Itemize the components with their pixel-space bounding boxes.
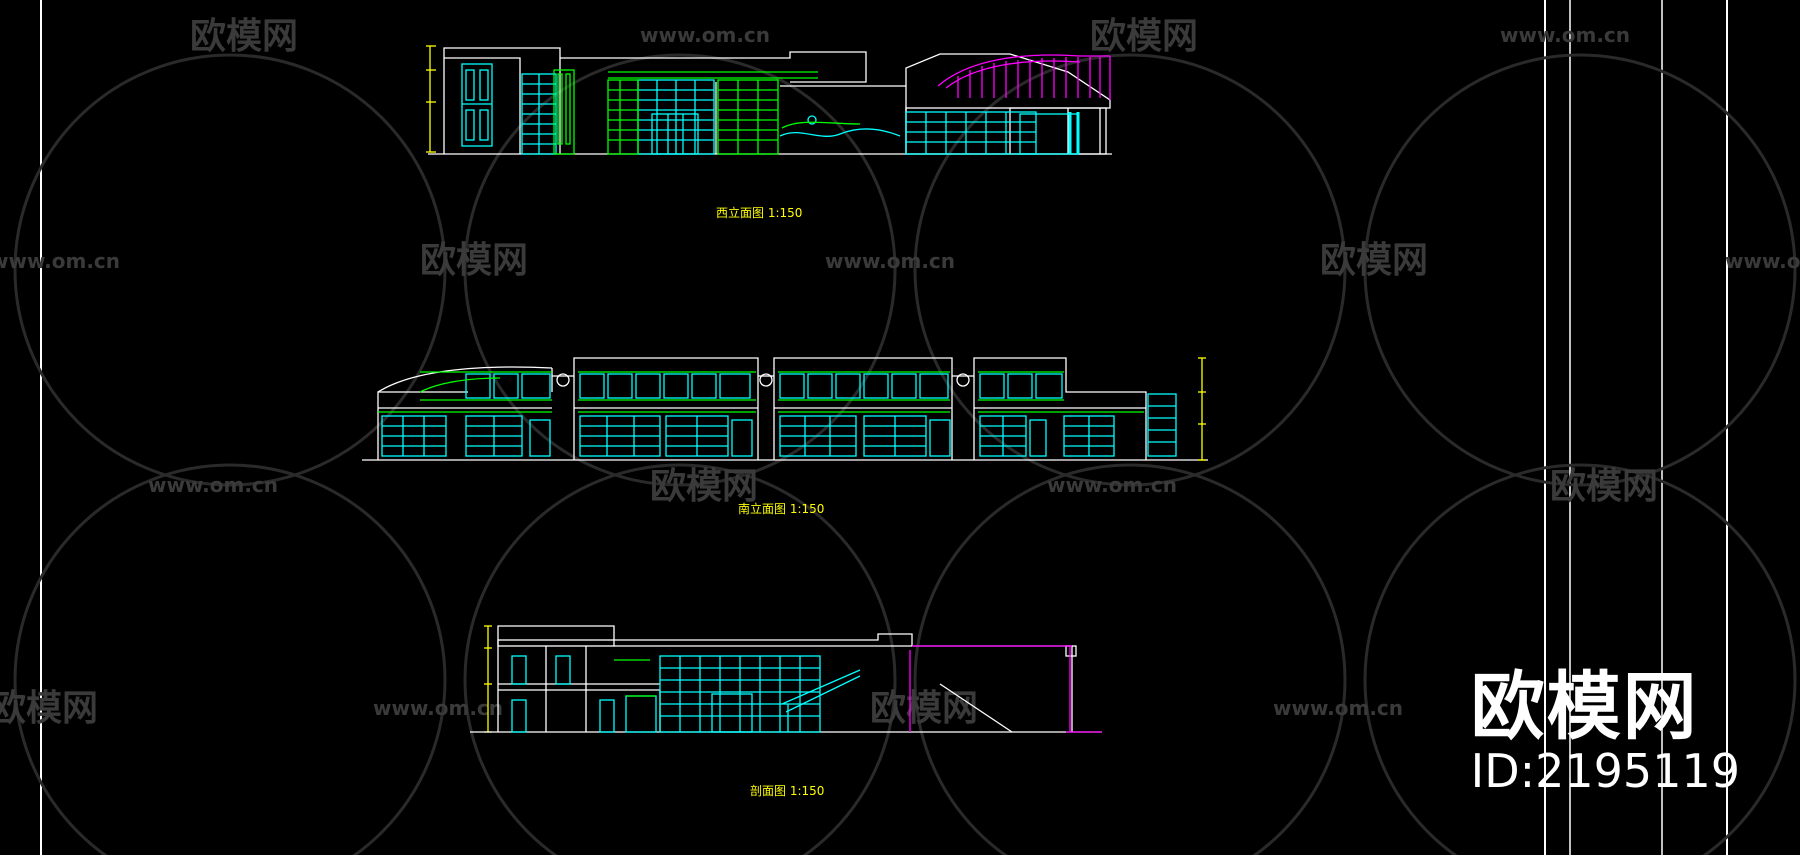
watermark-url: www.om.cn xyxy=(1500,23,1630,47)
west-elevation-caption: 西立面图 1:150 xyxy=(716,206,803,220)
watermark-url: www.om.cn xyxy=(825,249,955,273)
watermark-texts: 欧模网 欧模网 欧模网 欧模网 欧模网 欧模网 欧模网 欧模网 www.om.c… xyxy=(0,16,1800,729)
watermark-logo: 欧模网 xyxy=(0,688,98,729)
watermark-logo: 欧模网 xyxy=(870,688,978,729)
watermark-logo: 欧模网 xyxy=(190,16,298,57)
south-elevation-drawing xyxy=(362,357,1208,461)
watermark-logo: 欧模网 xyxy=(650,466,758,507)
watermark-logo: 欧模网 xyxy=(1320,240,1428,281)
brand-name: 欧模网 xyxy=(1470,664,1699,750)
watermark-url: www.om.cn xyxy=(640,23,770,47)
west-elevation-drawing xyxy=(426,45,1112,155)
section-caption: 剖面图 1:150 xyxy=(750,784,825,798)
watermark-url: www.om.cn xyxy=(1047,473,1177,497)
watermark-url: www.om.cn xyxy=(1273,696,1403,720)
brand-block: 欧模网 ID:2195119 xyxy=(1471,668,1740,796)
watermark-url: www.om.cn xyxy=(373,696,503,720)
watermark-url: www.om.cn xyxy=(148,473,278,497)
south-elevation-caption: 南立面图 1:150 xyxy=(738,502,825,516)
watermark-arcs xyxy=(13,53,1797,855)
watermark-logo: 欧模网 xyxy=(420,240,528,281)
watermark-url: www.om.cn xyxy=(1725,249,1800,273)
section-drawing xyxy=(470,625,1102,733)
watermark-logo: 欧模网 xyxy=(1090,16,1198,57)
watermark-url: www.om.cn xyxy=(0,249,120,273)
watermark-logo: 欧模网 xyxy=(1550,466,1658,507)
brand-id: ID:2195119 xyxy=(1470,744,1740,798)
